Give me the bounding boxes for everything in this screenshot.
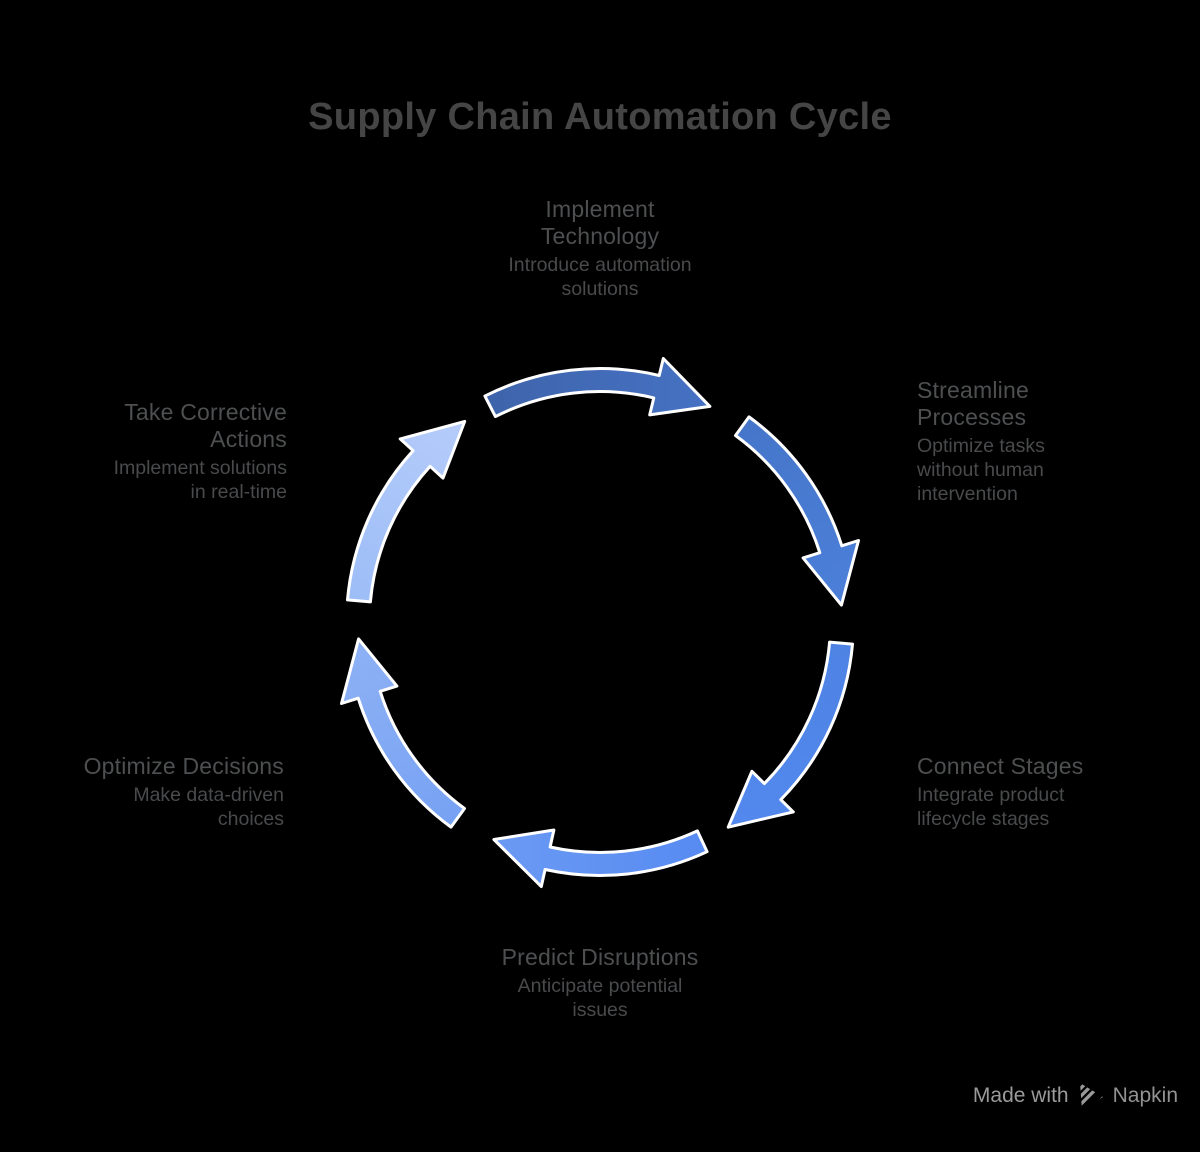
cycle-arrow-lower-right (726, 640, 854, 829)
step-take-corrective-actions: Take Corrective Actions Implement soluti… (44, 399, 287, 504)
step-title: Predict Disruptions (501, 944, 699, 970)
step-title: Take Corrective Actions (124, 399, 287, 452)
made-with-napkin-footer: Made with Napkin (973, 1081, 1178, 1111)
step-implement-technology: Implement Technology Introduce automatio… (400, 196, 800, 301)
napkin-brand-label: Napkin (1112, 1084, 1178, 1107)
cycle-arrow-lower-left (340, 637, 466, 829)
step-description: Implement solutions in real-time (113, 457, 287, 503)
step-description: Anticipate potential issues (517, 975, 683, 1021)
step-title: Streamline Processes (917, 377, 1029, 430)
cycle-arrow-upper-right (734, 415, 860, 607)
step-description: Make data-driven choices (133, 784, 284, 830)
made-with-label: Made with (972, 1084, 1069, 1107)
step-description: Integrate product lifecycle stages (917, 784, 1065, 830)
step-title: Implement Technology (540, 196, 660, 249)
step-title: Connect Stages (917, 753, 1084, 779)
step-description: Introduce automation solutions (508, 254, 692, 300)
diagram-title: Supply Chain Automation Cycle (308, 96, 892, 138)
cycle-arrow-bottom (492, 828, 709, 889)
napkin-logo-icon (1079, 1083, 1103, 1110)
step-predict-disruptions: Predict Disruptions Anticipate potential… (400, 944, 800, 1022)
step-streamline-processes: Streamline Processes Optimize tasks with… (917, 377, 1152, 506)
step-title: Optimize Decisions (83, 753, 284, 779)
step-optimize-decisions: Optimize Decisions Make data-driven choi… (44, 753, 284, 831)
cycle-arrow-top (483, 357, 712, 419)
step-description: Optimize tasks without human interventio… (917, 435, 1045, 505)
cycle-arrow-upper-left (346, 419, 467, 604)
step-connect-stages: Connect Stages Integrate product lifecyc… (917, 753, 1152, 831)
